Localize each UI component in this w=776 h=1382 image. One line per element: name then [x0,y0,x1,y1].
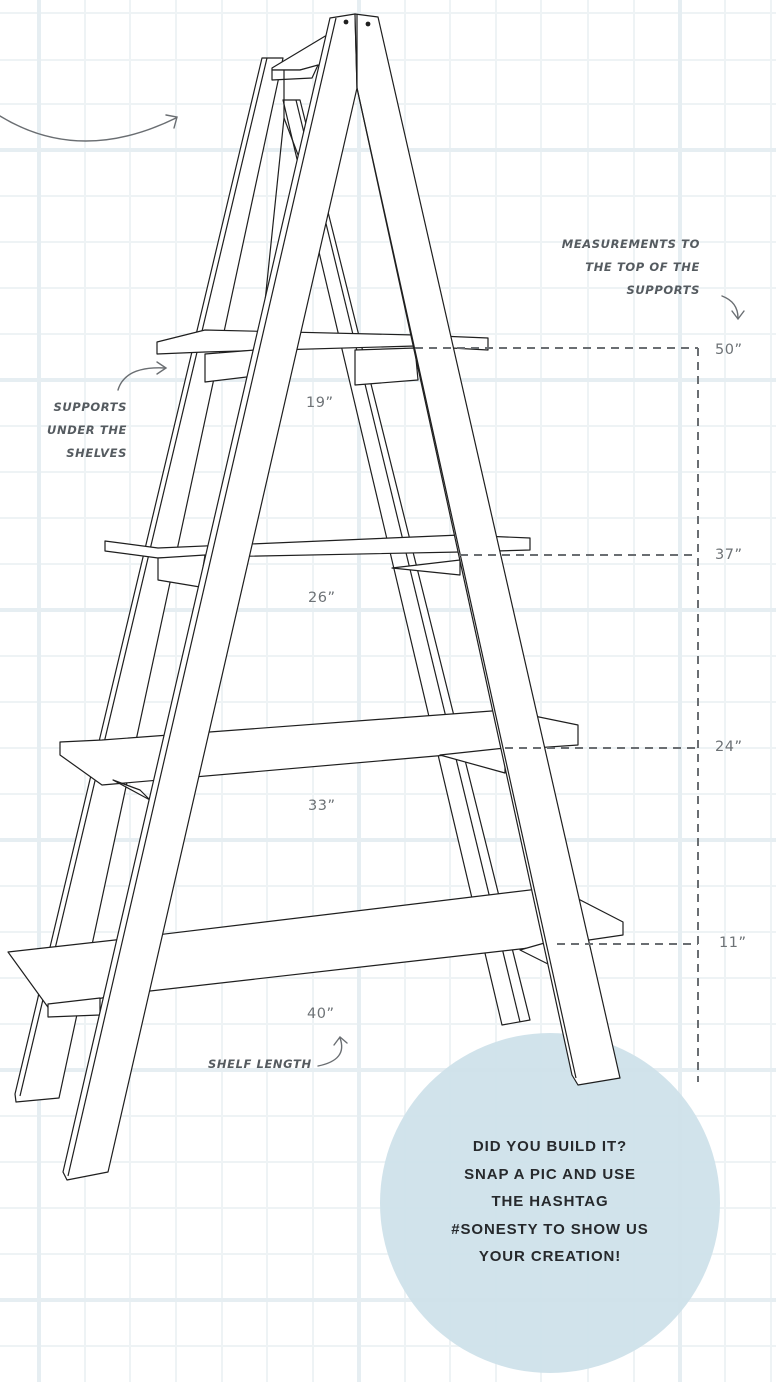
height-dimension-lines [415,347,699,1082]
shelf-4-height: 11” [719,935,747,951]
measurements-arrow-icon [721,295,739,319]
shelf-3-length: 33” [308,798,336,814]
top-arrow-icon [0,115,177,142]
back-left-leg [14,57,284,1103]
measurements-note: MEASUREMENTS TO THE TOP OF THE SUPPORTS [561,237,700,297]
shelf-2-height: 37” [715,547,743,563]
shelf-4-length: 40” [307,1006,335,1022]
supports-note: SUPPORTS UNDER THE SHELVES [47,400,127,460]
shelf-length-arrow-icon [317,1037,343,1067]
shelf-1-height: 50” [715,342,743,358]
screw-hole-left [343,19,349,25]
shelf-length-note: SHELF LENGTH [208,1057,312,1071]
shelf-1-length: 19” [306,395,334,411]
supports-arrow-icon [117,367,166,391]
screw-hole-right [365,21,371,27]
shelf-2-length: 26” [308,590,336,606]
shelf-3-height: 24” [715,739,743,755]
shelf-1 [156,329,489,386]
callout-text: DID YOU BUILD IT? SNAP A PIC AND USE THE… [451,1138,649,1265]
callout-bubble [380,1033,720,1373]
